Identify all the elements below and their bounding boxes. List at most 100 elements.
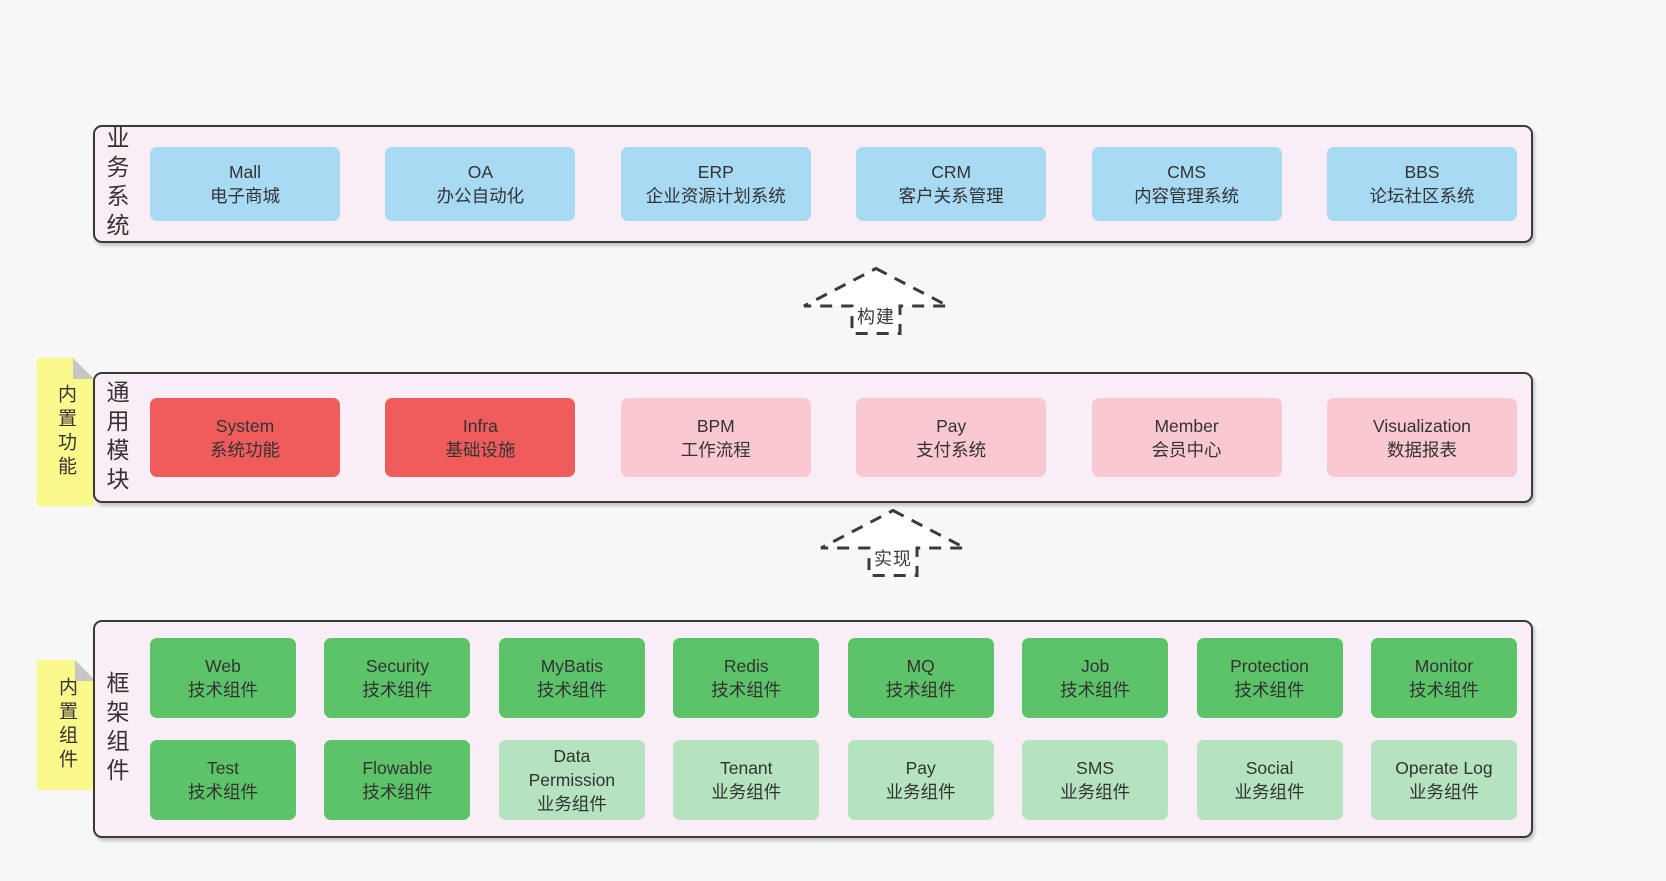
node-test: Test 技术组件	[150, 740, 296, 820]
node-subtitle: 技术组件	[188, 782, 258, 802]
node-bbs: BBS 论坛社区系统	[1326, 147, 1517, 221]
node-title: BBS	[1404, 162, 1440, 182]
node-subtitle: 技术组件	[188, 680, 258, 700]
node-title: Pay	[936, 415, 967, 436]
arrow-build-label: 构建	[857, 307, 895, 327]
node-monitor: Monitor 技术组件	[1370, 638, 1517, 718]
node-subtitle: 基础设施	[445, 439, 516, 460]
node-subtitle: 技术组件	[536, 680, 607, 700]
node-erp: ERP 企业资源计划系统	[620, 147, 811, 221]
node-subtitle: 企业资源计划系统	[645, 186, 786, 206]
node-title: CRM	[931, 162, 972, 182]
node-title: Social	[1245, 758, 1294, 778]
node-title: BPM	[696, 415, 735, 436]
node-web: Web 技术组件	[150, 638, 296, 718]
node-operate-log: Operate Log 业务组件	[1370, 740, 1517, 820]
node-sms: SMS 业务组件	[1022, 740, 1169, 820]
node-mybatis: MyBatis 技术组件	[498, 638, 645, 718]
node-title: Monitor	[1414, 656, 1474, 676]
node-subtitle: 业务组件	[1408, 782, 1479, 802]
node-infra: Infra 基础设施	[385, 398, 576, 477]
node-title: Member	[1154, 415, 1219, 436]
node-title: MyBatis	[540, 656, 603, 676]
node-subtitle: 业务组件	[711, 782, 782, 802]
node-subtitle: 业务组件	[1234, 782, 1305, 802]
node-title: Security	[365, 656, 430, 676]
node-title: Operate Log	[1395, 758, 1493, 778]
node-crm: CRM 客户关系管理	[856, 147, 1047, 221]
band-row: System 系统功能 Infra 基础设施 BPM 工作流程 Pay 支付系统…	[150, 374, 1517, 501]
band-row: Mall 电子商城 OA 办公自动化 ERP 企业资源计划系统 CRM 客户关系…	[150, 127, 1517, 241]
node-data-permission: Data Permission 业务组件	[498, 740, 645, 820]
node-title: Web	[205, 656, 241, 676]
sticky-note-builtin-features: 内置功能	[37, 358, 94, 506]
node-flowable: Flowable 技术组件	[324, 740, 471, 820]
node-subtitle: 论坛社区系统	[1369, 186, 1475, 206]
node-mall: Mall 电子商城	[150, 147, 340, 221]
node-title: Job	[1081, 656, 1110, 676]
node-subtitle: 技术组件	[362, 680, 433, 700]
node-title: Tenant	[719, 758, 773, 778]
arrow-implement: 实现	[818, 508, 968, 578]
node-system: System 系统功能	[150, 398, 340, 477]
node-subtitle: 技术组件	[1060, 680, 1131, 700]
node-title: Visualization	[1372, 415, 1471, 436]
node-title: System	[215, 415, 275, 436]
node-title: Mall	[228, 162, 262, 182]
band-business-systems: 业务系统 Mall 电子商城 OA 办公自动化 ERP 企业资源计划系统 CRM…	[93, 125, 1533, 243]
node-subtitle: 业务组件	[885, 782, 956, 802]
band-framework-components: 框架组件 Web 技术组件 Security 技术组件 MyBatis 技术组件…	[93, 620, 1533, 838]
sticky-note-builtin-components: 内置组件	[37, 660, 96, 790]
node-subtitle: 技术组件	[1234, 680, 1305, 700]
dashed-up-arrow-icon	[820, 508, 966, 577]
node-subtitle: 技术组件	[1408, 680, 1479, 700]
node-title: Pay	[905, 758, 936, 778]
node-subtitle: 技术组件	[711, 680, 782, 700]
node-redis: Redis 技术组件	[673, 638, 820, 718]
node-subtitle: 数据报表	[1386, 439, 1457, 460]
node-member: Member 会员中心	[1091, 398, 1282, 477]
sticky-note-label: 内置组件	[56, 677, 77, 773]
node-visualization: Visualization 数据报表	[1326, 398, 1517, 477]
node-subtitle: 办公自动化	[436, 186, 525, 206]
node-bpm: BPM 工作流程	[620, 398, 811, 477]
node-title: Data Permission	[528, 746, 616, 790]
node-social: Social 业务组件	[1196, 740, 1343, 820]
node-job: Job 技术组件	[1022, 638, 1169, 718]
node-subtitle: 技术组件	[885, 680, 956, 700]
dashed-up-arrow-icon	[803, 266, 949, 335]
grid-row-2: Test 技术组件 Flowable 技术组件 Data Permission …	[150, 740, 1517, 820]
grid-row-1: Web 技术组件 Security 技术组件 MyBatis 技术组件 Redi…	[150, 638, 1517, 718]
node-subtitle: 技术组件	[362, 782, 433, 802]
arrow-implement-label: 实现	[874, 549, 912, 569]
node-subtitle: 客户关系管理	[898, 186, 1004, 206]
node-title: Test	[206, 758, 240, 778]
band-label-common-modules: 通用模块	[103, 379, 129, 496]
node-mq: MQ 技术组件	[847, 638, 994, 718]
node-pay: Pay 支付系统	[856, 398, 1047, 477]
node-security: Security 技术组件	[324, 638, 471, 718]
node-subtitle: 内容管理系统	[1134, 186, 1240, 206]
node-subtitle: 工作流程	[680, 439, 751, 460]
band-label-framework-components: 框架组件	[103, 671, 129, 787]
arrow-build: 构建	[801, 266, 951, 336]
node-title: Infra	[462, 415, 498, 436]
node-subtitle: 业务组件	[1060, 782, 1131, 802]
band-label-business-systems: 业务系统	[103, 126, 129, 242]
node-subtitle: 会员中心	[1151, 439, 1222, 460]
sticky-note-label: 内置功能	[55, 384, 76, 480]
node-title: SMS	[1076, 758, 1115, 778]
band-grid: Web 技术组件 Security 技术组件 MyBatis 技术组件 Redi…	[150, 622, 1517, 836]
node-title: Protection	[1230, 656, 1309, 676]
node-title: Redis	[723, 656, 769, 676]
node-tenant: Tenant 业务组件	[673, 740, 820, 820]
node-title: OA	[467, 162, 494, 182]
band-common-modules: 通用模块 System 系统功能 Infra 基础设施 BPM 工作流程 Pay…	[93, 372, 1533, 503]
node-cms: CMS 内容管理系统	[1091, 147, 1282, 221]
node-title: ERP	[697, 162, 734, 182]
node-title: MQ	[906, 656, 935, 676]
node-title: Flowable	[362, 758, 433, 778]
node-subtitle: 系统功能	[210, 439, 280, 460]
node-pay-biz: Pay 业务组件	[847, 740, 994, 820]
